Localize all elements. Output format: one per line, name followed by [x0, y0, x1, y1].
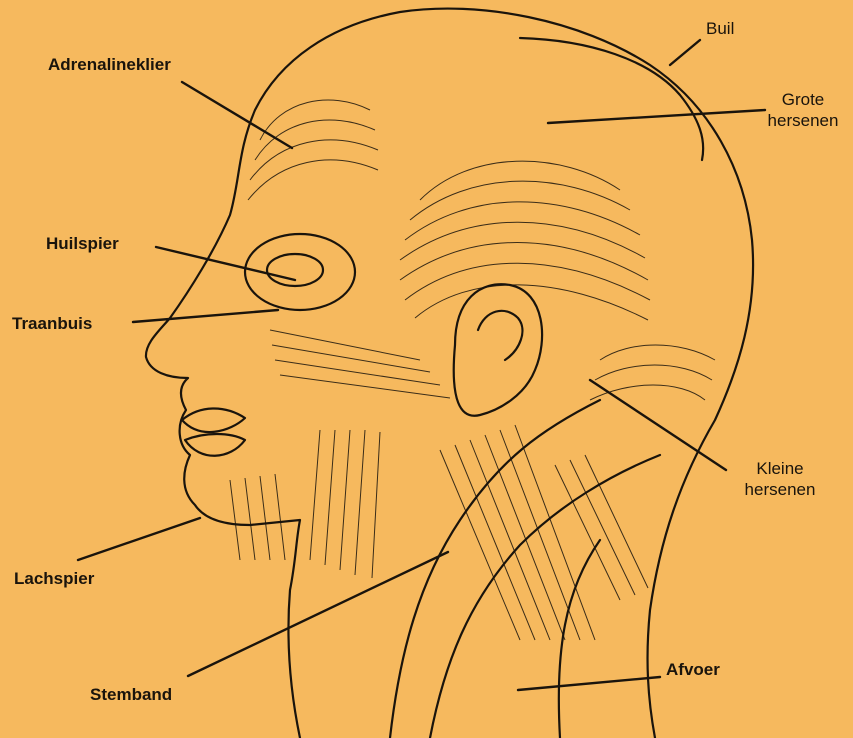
- leader-buil: [670, 40, 700, 65]
- label-lachspier: Lachspier: [14, 568, 94, 589]
- label-buil: Buil: [706, 18, 734, 39]
- label-grote-hersenen-line1: Grote: [758, 89, 848, 110]
- leader-traanbuis: [133, 310, 278, 322]
- head-outline: [146, 9, 753, 738]
- bump-outline: [520, 38, 703, 160]
- leader-adrenalineklier: [182, 82, 292, 148]
- leader-huilspier: [156, 247, 295, 280]
- label-kleine-hersenen: Kleine hersenen: [730, 458, 830, 500]
- label-kleine-hersenen-line2: hersenen: [730, 479, 830, 500]
- leader-grote-hersenen: [548, 110, 765, 123]
- ear-outline: [454, 284, 542, 415]
- label-stemband: Stemband: [90, 684, 172, 705]
- leader-stemband: [188, 552, 448, 676]
- label-grote-hersenen: Grote hersenen: [758, 89, 848, 131]
- label-grote-hersenen-line2: hersenen: [758, 110, 848, 131]
- label-kleine-hersenen-line1: Kleine: [730, 458, 830, 479]
- leader-lachspier: [78, 518, 200, 560]
- label-traanbuis: Traanbuis: [12, 313, 92, 334]
- leader-afvoer: [518, 677, 660, 690]
- lips-outline: [182, 408, 245, 432]
- label-afvoer: Afvoer: [666, 659, 720, 680]
- label-huilspier: Huilspier: [46, 233, 119, 254]
- label-adrenalineklier: Adrenalineklier: [48, 54, 171, 75]
